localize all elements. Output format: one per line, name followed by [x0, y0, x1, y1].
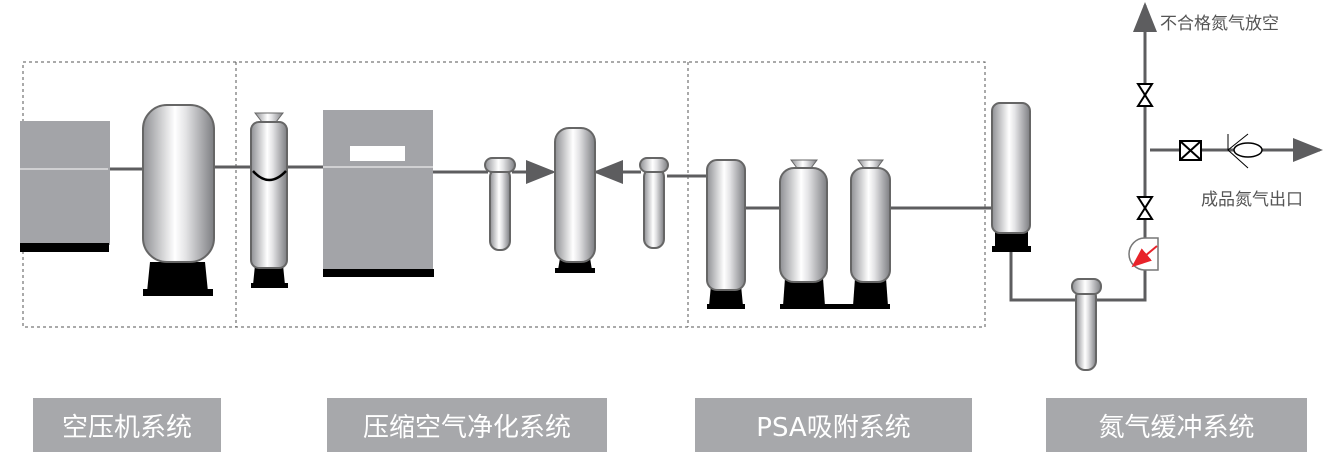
section-label-nitrogen-buffer: 氮气缓冲系统: [1046, 398, 1307, 452]
carbon-tower: [706, 159, 746, 306]
vent-label: 不合格氮气放空: [1160, 14, 1279, 34]
lower-valve[interactable]: [1136, 196, 1154, 220]
section-label-psa: PSA吸附系统: [695, 398, 972, 452]
dust-filter: [1071, 278, 1102, 371]
nitrogen-buffer-tank: [991, 102, 1031, 252]
system-boundary: [22, 61, 986, 328]
product-outlet-label: 成品氮气出口: [1201, 190, 1303, 210]
air-receiver-tank: [142, 104, 215, 296]
flow-meter-icon: [1227, 133, 1263, 169]
pre-filter-tower: [250, 112, 288, 288]
precision-filter-2: [639, 157, 669, 249]
air-compressor: [20, 121, 110, 252]
outlet-valve[interactable]: [1179, 140, 1202, 161]
pressure-gauge-icon: [1128, 237, 1159, 271]
vent-valve[interactable]: [1136, 83, 1154, 107]
section-label-air-purification: 压缩空气净化系统: [327, 398, 607, 452]
adsorption-tower-a: [779, 159, 828, 306]
section-label-air-compressor: 空压机系统: [33, 398, 221, 452]
air-buffer-tank: [554, 127, 596, 273]
adsorption-tower-b: [850, 159, 891, 306]
refrigerated-dryer: [323, 110, 434, 277]
psa-skid-base: [780, 304, 890, 309]
precision-filter-1: [484, 157, 516, 251]
